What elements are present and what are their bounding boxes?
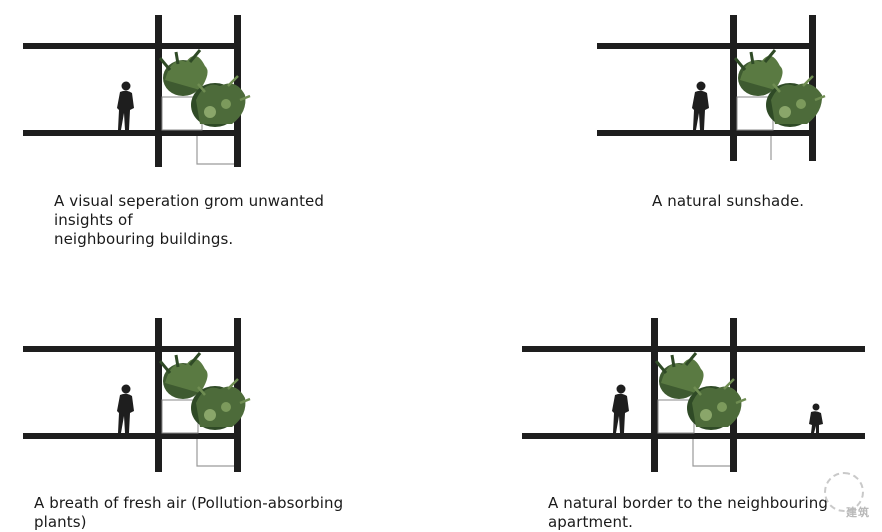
upper-slab bbox=[597, 43, 815, 49]
plants-icon bbox=[654, 352, 747, 430]
diagram-panel-bottom-right: A natural border to the neighbouring apa… bbox=[500, 300, 882, 531]
section-drawing bbox=[23, 318, 251, 472]
section-drawing bbox=[597, 15, 826, 161]
plants-icon bbox=[733, 49, 826, 127]
watermark-logo-icon bbox=[824, 472, 864, 512]
railing bbox=[196, 439, 234, 467]
column-left bbox=[155, 318, 162, 472]
railing bbox=[692, 439, 730, 467]
diagram-panel-top-left: A visual seperation grom unwanted insigh… bbox=[0, 0, 324, 248]
plants-icon bbox=[158, 49, 251, 127]
section-drawing bbox=[522, 318, 865, 472]
person-silhouette-icon bbox=[117, 384, 134, 433]
lower-slab bbox=[23, 433, 241, 439]
panel-caption: A natural border to the neighbouring apa… bbox=[548, 494, 829, 531]
plants-icon bbox=[158, 352, 251, 430]
diagram-panel-top-right: A natural sunshade. bbox=[560, 0, 882, 240]
section-drawing bbox=[23, 15, 251, 167]
child-silhouette-icon bbox=[809, 403, 823, 433]
watermark-text: 建筑 bbox=[846, 506, 870, 519]
panel-caption: A natural sunshade. bbox=[652, 192, 805, 210]
diagram-panel-bottom-left: A breath of fresh air (Pollution-absorbi… bbox=[0, 300, 380, 531]
lower-slab bbox=[23, 130, 241, 136]
person-silhouette-icon bbox=[612, 384, 629, 433]
upper-slab bbox=[23, 346, 241, 352]
person-silhouette-icon bbox=[692, 81, 709, 130]
upper-slab bbox=[23, 43, 241, 49]
column-left bbox=[651, 318, 658, 472]
upper-slab bbox=[522, 346, 865, 352]
panel-caption: A breath of fresh air (Pollution-absorbi… bbox=[34, 494, 344, 531]
column-left bbox=[730, 15, 737, 161]
person-silhouette-icon bbox=[117, 81, 134, 130]
column-left bbox=[155, 15, 162, 167]
panel-caption: A visual seperation grom unwanted insigh… bbox=[54, 192, 325, 248]
railing bbox=[196, 136, 234, 165]
lower-slab bbox=[522, 433, 865, 439]
lower-slab bbox=[597, 130, 815, 136]
